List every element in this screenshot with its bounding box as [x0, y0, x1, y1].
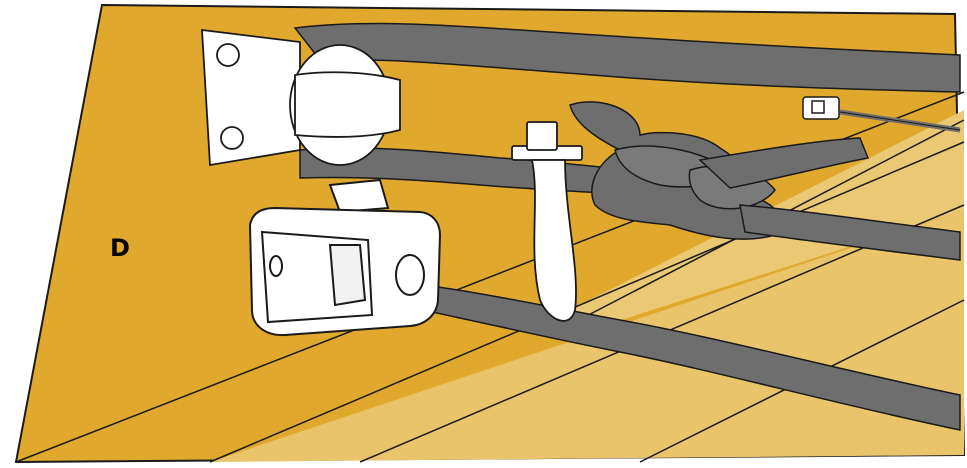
connector-plug — [803, 97, 839, 119]
panel-label: D — [110, 236, 130, 260]
